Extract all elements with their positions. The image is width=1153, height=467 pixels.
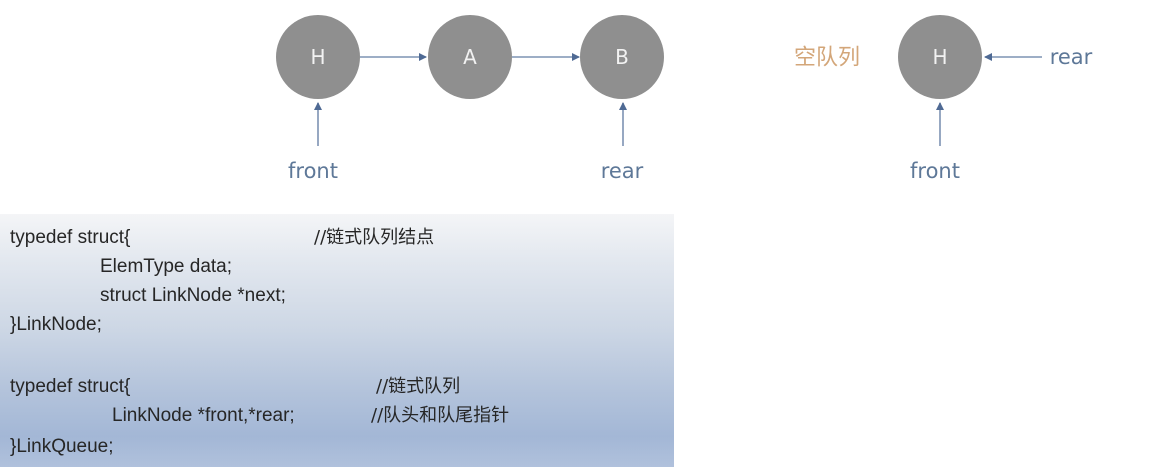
node-circle (276, 15, 360, 99)
rear-pointer-label: rear (601, 159, 644, 183)
node-label: H (932, 45, 947, 69)
code-line-elemtype-data: ElemType data; (100, 256, 233, 277)
empty-front-pointer-label: front (910, 159, 960, 183)
code-line-typedef-linknode: typedef struct{ (10, 227, 131, 248)
node-circle (428, 15, 512, 99)
code-comment-linkqueue: //链式队列 (376, 376, 461, 397)
code-line-linknode-close: }LinkNode; (10, 314, 102, 335)
empty-rear-pointer-label: rear (1050, 45, 1093, 69)
code-line-linkqueue-close: }LinkQueue; (10, 436, 114, 457)
node-circle (580, 15, 664, 99)
node-label: B (615, 45, 629, 69)
node-circle (898, 15, 982, 99)
node-h: H (276, 15, 360, 99)
code-line-typedef-linkqueue: typedef struct{ (10, 376, 131, 397)
linked-queue-diagram: H A B front rear (276, 15, 664, 183)
node-b: B (580, 15, 664, 99)
empty-node-h: H (898, 15, 982, 99)
front-pointer-label: front (288, 159, 338, 183)
empty-queue-diagram: 空队列 H rear front (794, 15, 1093, 183)
queue-diagrams: H A B front rear 空队列 H rear front (276, 15, 1093, 183)
code-line-front-rear: LinkNode *front,*rear; (112, 405, 295, 426)
code-comment-front-rear: //队头和队尾指针 (371, 405, 510, 426)
code-line-next-pointer: struct LinkNode *next; (100, 285, 286, 306)
node-label: H (310, 45, 325, 69)
code-comment-linknode: //链式队列结点 (314, 227, 435, 248)
node-a: A (428, 15, 512, 99)
code-block: typedef struct{ //链式队列结点 ElemType data; … (0, 214, 674, 467)
node-label: A (463, 45, 477, 69)
empty-queue-title: 空队列 (794, 46, 860, 71)
